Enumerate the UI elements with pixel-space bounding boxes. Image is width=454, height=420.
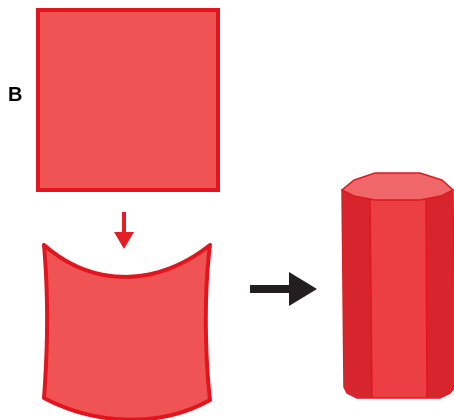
- curved-sheet: [42, 243, 212, 420]
- prism-edge-line: [369, 195, 373, 399]
- octagonal-prism: [340, 172, 454, 399]
- down-arrow-icon: [114, 212, 134, 249]
- right-arrow-icon: [250, 272, 317, 306]
- prism-right-face: [426, 190, 454, 398]
- prism-edge-line: [425, 195, 428, 399]
- prism-top-face: [340, 172, 454, 201]
- panel-label: B: [8, 84, 22, 106]
- prism-left-face: [342, 190, 372, 398]
- flat-square-sheet: [36, 8, 220, 192]
